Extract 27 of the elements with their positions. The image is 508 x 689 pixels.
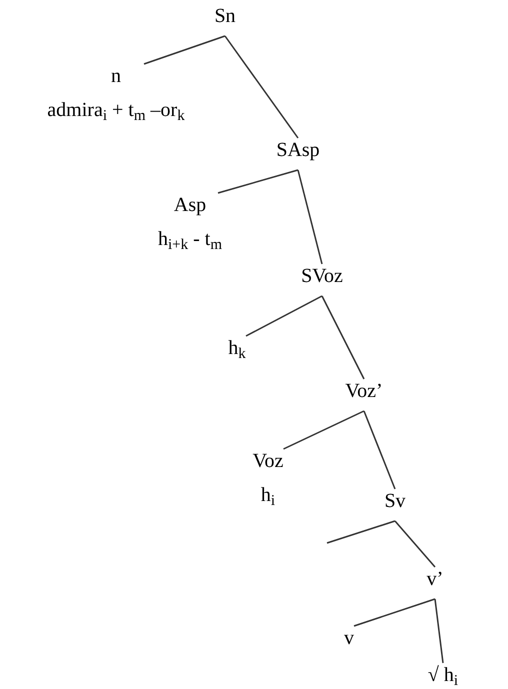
tree-label: Sn bbox=[214, 4, 236, 28]
tree-label: √ h$_{i}$ bbox=[428, 663, 458, 687]
tree-label: h$_{i}$ bbox=[260, 483, 276, 507]
tree-branch bbox=[394, 520, 436, 568]
tree-label: h$_{k}$ bbox=[228, 336, 246, 360]
tree-label: v’ bbox=[426, 567, 444, 591]
tree-branch bbox=[354, 598, 436, 627]
tree-label: Voz’ bbox=[345, 379, 383, 403]
tree-label: h$_{i+k}$ - t$_{m}$ bbox=[158, 227, 222, 251]
tree-label: SVoz bbox=[301, 264, 343, 288]
tree-branch bbox=[321, 296, 365, 380]
tree-branch bbox=[283, 410, 364, 450]
tree-label: Sv bbox=[384, 489, 406, 513]
tree-label: n bbox=[111, 64, 121, 88]
tree-label: Asp bbox=[174, 193, 206, 217]
tree-label: v bbox=[344, 626, 354, 650]
tree-branch bbox=[246, 295, 322, 337]
tree-label: Voz bbox=[252, 449, 284, 473]
tree-branch bbox=[218, 169, 298, 194]
tree-branch bbox=[224, 36, 299, 138]
tree-label: admira$_{i}$ + t$_{m}$ –or$_{k}$ bbox=[47, 98, 185, 122]
tree-branch bbox=[297, 170, 323, 264]
tree-branch bbox=[363, 410, 396, 490]
tree-branch bbox=[326, 520, 396, 544]
tree-branch bbox=[434, 598, 444, 664]
tree-branch bbox=[144, 35, 226, 65]
tree-label: SAsp bbox=[276, 138, 320, 162]
